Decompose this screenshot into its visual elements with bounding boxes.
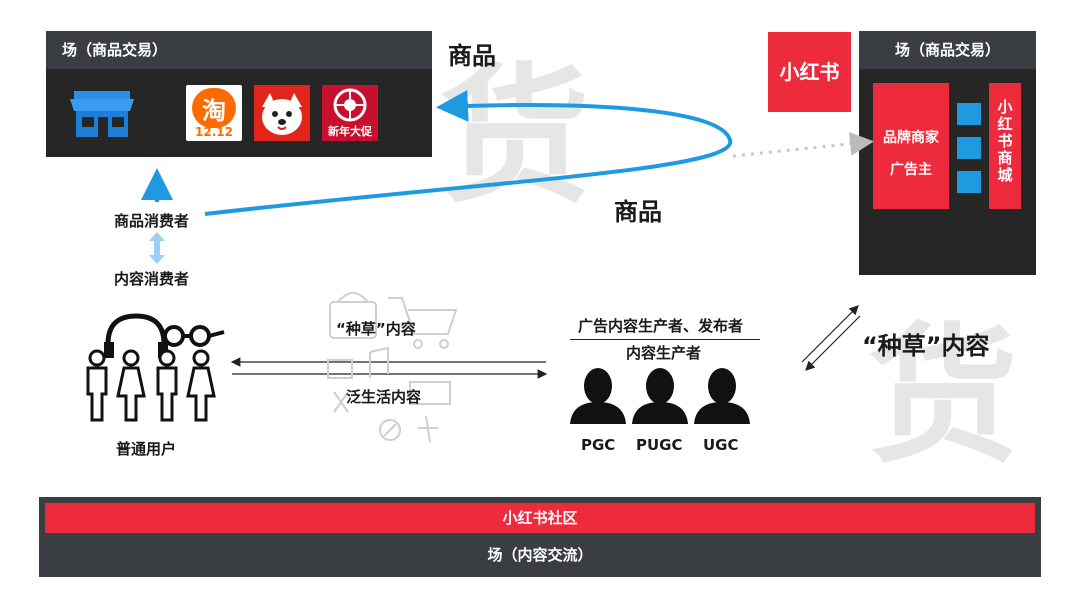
lifestyle-content-label: 泛生活内容 xyxy=(346,388,422,406)
producer-type-pgc: PGC xyxy=(581,436,616,454)
producer-line2: 内容生产者 xyxy=(626,344,702,362)
diagonal-arrow-up xyxy=(801,305,859,363)
right-store-header: 场（商品交易） xyxy=(859,31,1036,69)
store-icon xyxy=(70,91,134,137)
users-group-icon xyxy=(86,313,225,422)
shopping-bag-icon-1 xyxy=(957,103,981,125)
goods-consumer-label: 商品消费者 xyxy=(114,212,190,230)
content-exchange-label: 场（内容交流） xyxy=(487,546,593,564)
left-store-panel: 场（商品交易） 淘 12.12 新年大促 xyxy=(46,31,432,157)
goods-label-top: 商品 xyxy=(448,42,496,70)
double-arrow-icon xyxy=(149,232,165,264)
xhs-logo: 小红书 xyxy=(768,32,851,112)
right-store-panel: 场（商品交易） 品牌商家 广告主 小红书商城 xyxy=(859,31,1036,275)
producer-line1: 广告内容生产者、发布者 xyxy=(578,317,744,335)
content-consumer-label: 内容消费者 xyxy=(114,270,190,288)
lifestyle-icons xyxy=(327,292,458,443)
dotted-link xyxy=(732,131,874,158)
ordinary-users-label: 普通用户 xyxy=(116,440,177,458)
xhs-logo-text: 小红书 xyxy=(779,60,840,84)
left-store-header: 场（商品交易） xyxy=(46,31,432,69)
community-bar-container: 小红书社区 场（内容交流） xyxy=(39,497,1041,577)
big-seed-label: “种草”内容 xyxy=(862,332,990,360)
shopping-bag-icon-2 xyxy=(957,137,981,159)
taobao-char: 淘 xyxy=(202,97,226,125)
producer-type-ugc: UGC xyxy=(703,436,739,454)
seed-content-label: “种草”内容 xyxy=(336,320,416,338)
pinduoduo-logo: 新年大促 xyxy=(322,85,378,141)
goods-flow-curve xyxy=(204,89,733,216)
producer-avatars-icon xyxy=(570,368,750,424)
mall-box: 小红书商城 xyxy=(989,83,1021,209)
shopping-bag-icon-3 xyxy=(957,171,981,193)
taobao-logo: 淘 12.12 xyxy=(186,85,242,141)
jd-logo xyxy=(254,85,310,141)
goods-label-mid: 商品 xyxy=(614,198,662,226)
pdd-flower-icon xyxy=(333,88,367,122)
taobao-date: 12.12 xyxy=(195,125,233,139)
taobao-heart xyxy=(192,88,236,128)
producer-type-pugc: PUGC xyxy=(636,436,683,454)
pdd-sub: 新年大促 xyxy=(328,125,372,138)
brand-line1: 品牌商家 xyxy=(883,130,939,146)
brand-line2: 广告主 xyxy=(890,162,932,178)
diagonal-arrow-down xyxy=(805,315,861,371)
producer-divider xyxy=(570,339,760,340)
watermark-huo-bottom: 货 xyxy=(868,310,1019,484)
mall-box-text: 小红书商城 xyxy=(995,99,1014,184)
community-bar: 小红书社区 xyxy=(45,503,1035,533)
jd-dog-icon xyxy=(262,93,302,135)
brand-box: 品牌商家 广告主 xyxy=(873,83,949,209)
